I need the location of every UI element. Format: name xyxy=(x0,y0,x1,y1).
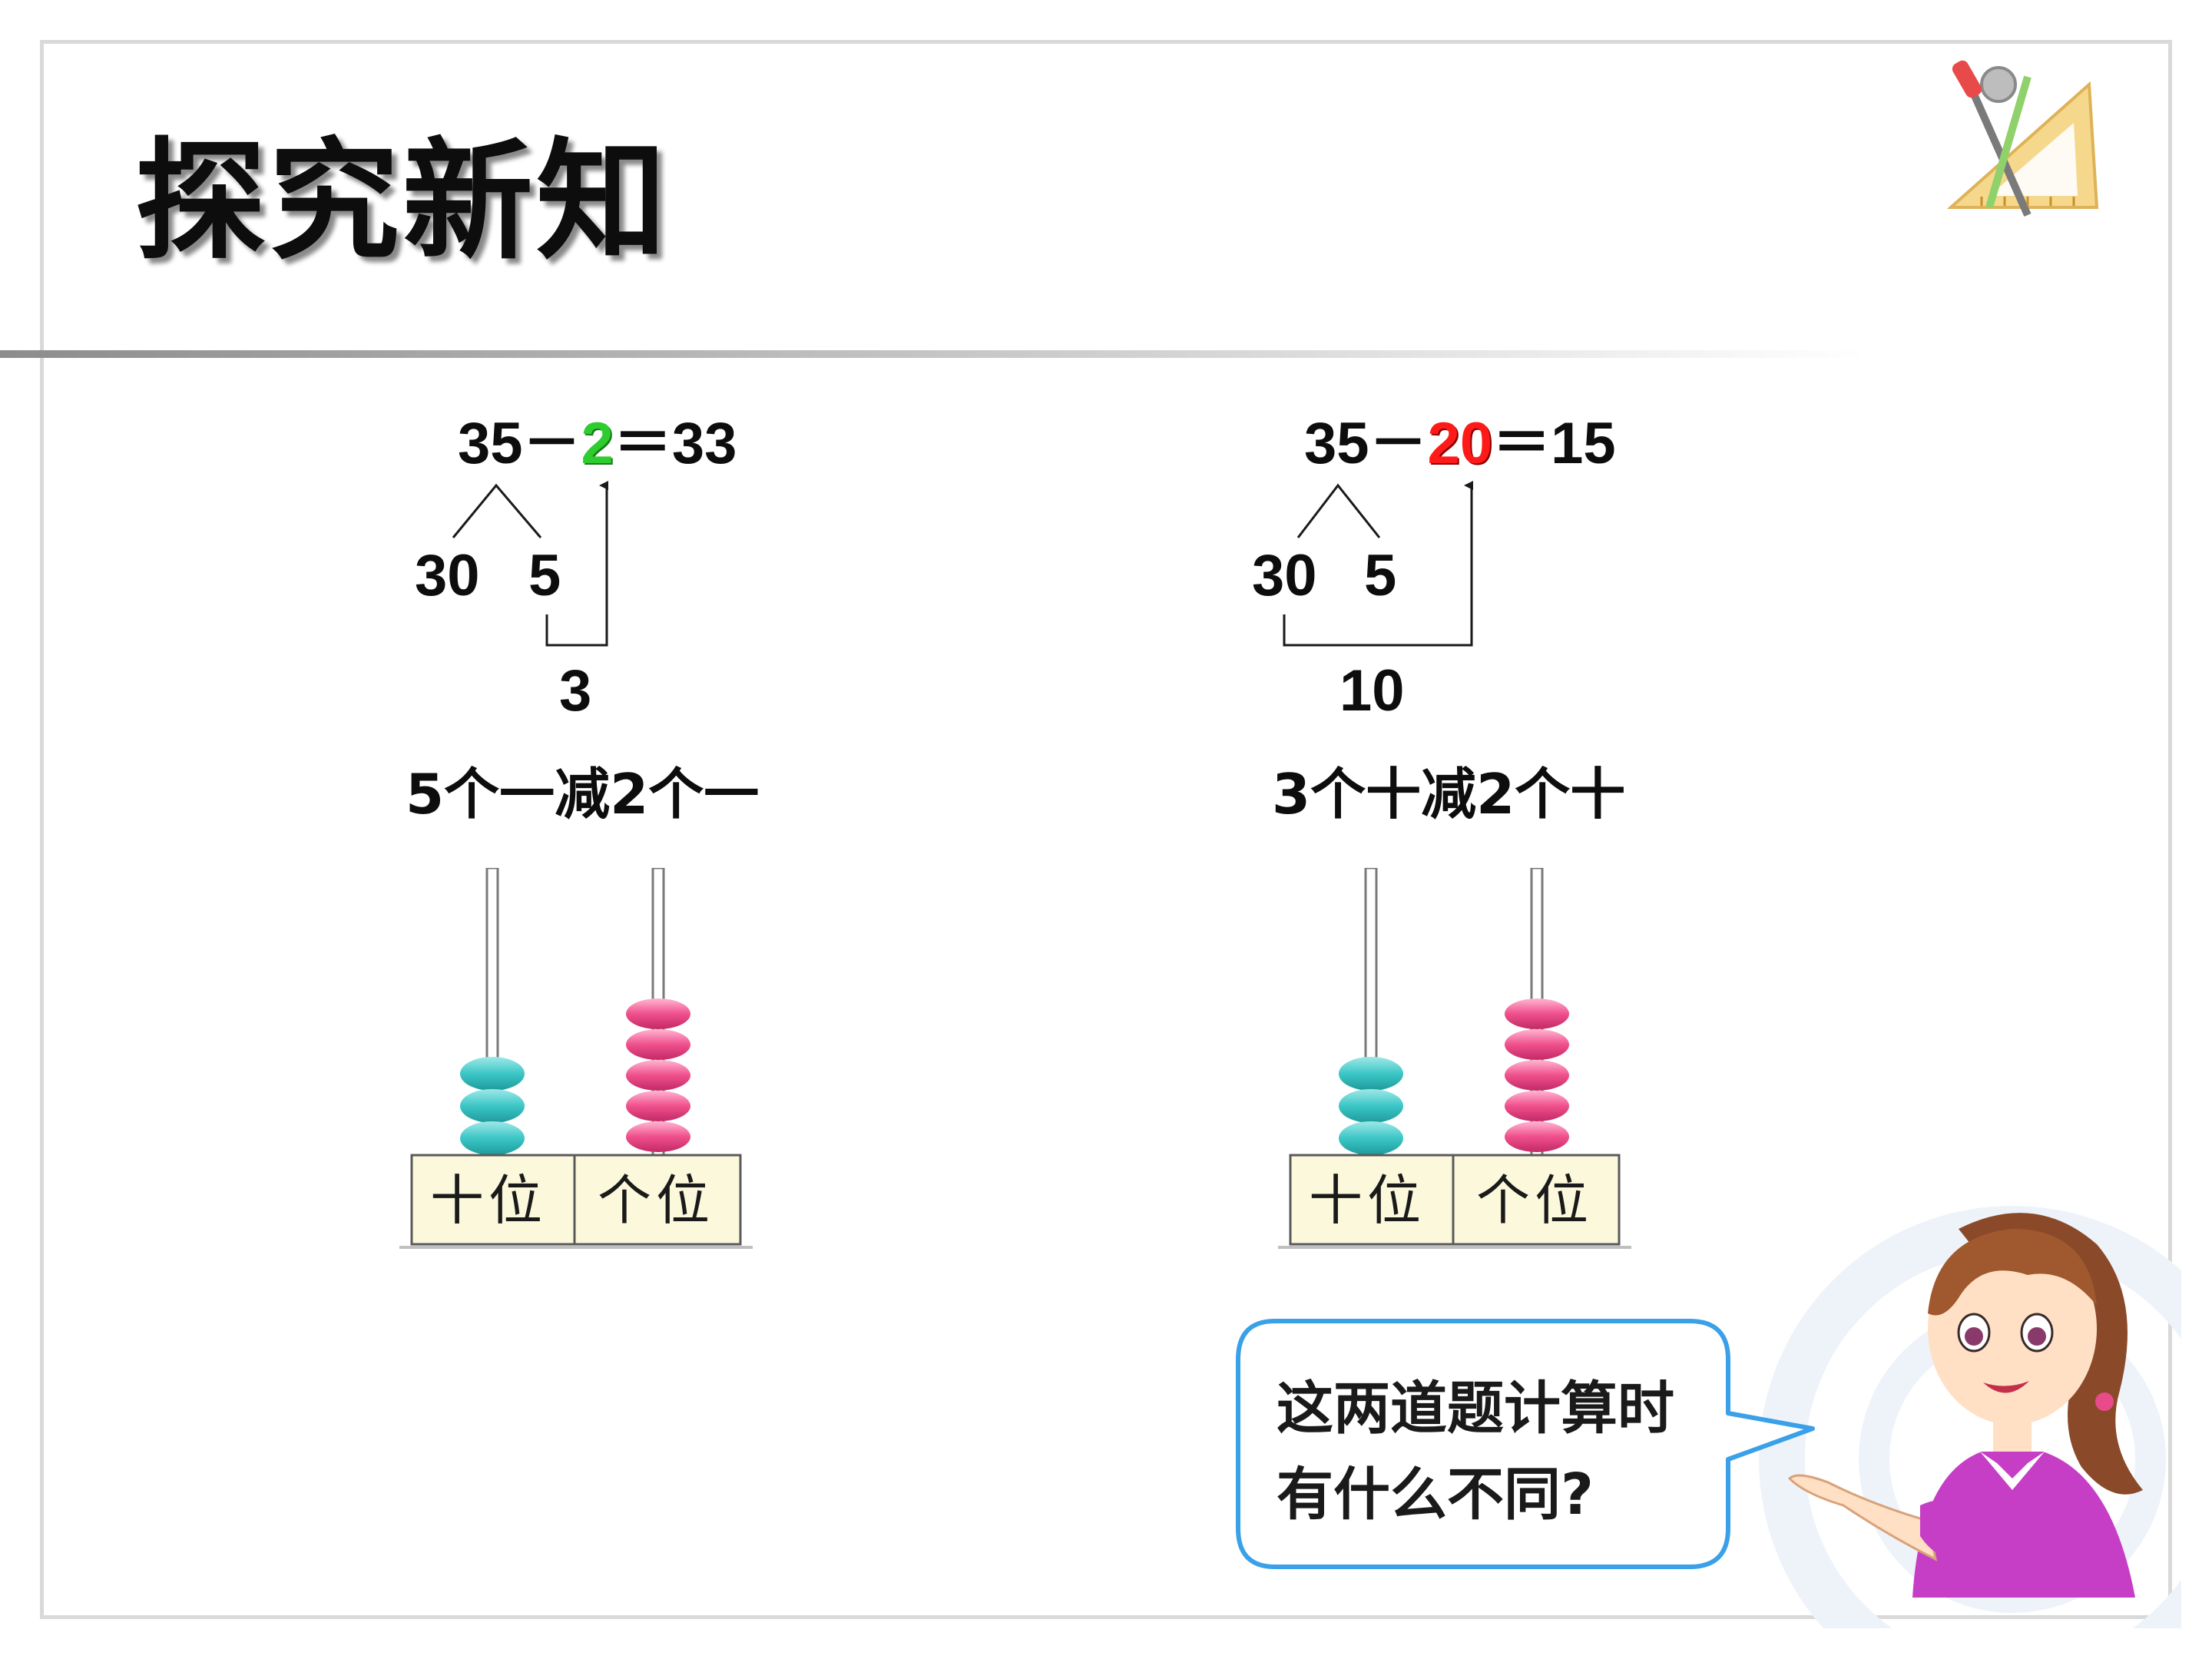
left-split-tens: 30 xyxy=(415,543,480,608)
left-tens-beads xyxy=(460,1057,525,1155)
left-abacus xyxy=(399,868,753,1249)
title-divider xyxy=(0,350,1866,358)
right-split-tens: 30 xyxy=(1252,543,1317,608)
left-ones-label: 个位 xyxy=(598,1169,714,1232)
right-tens-label: 十位 xyxy=(1309,1169,1426,1232)
slide-frame xyxy=(40,40,2172,1619)
right-ones-beads xyxy=(1505,998,1569,1152)
right-split-branch xyxy=(1296,483,1381,538)
left-ones-beads xyxy=(626,998,690,1152)
left-equation-subtrahend: 2 xyxy=(581,411,614,476)
right-ones-label: 个位 xyxy=(1476,1169,1593,1232)
right-equation: 35－20＝15 xyxy=(1304,415,1616,473)
slide-title: 探究新知 xyxy=(135,126,671,278)
right-arrow xyxy=(1283,481,1473,647)
speech-text: 这两道题计算时 有什么不同? xyxy=(1277,1366,1674,1538)
left-split-ones: 5 xyxy=(528,543,561,608)
right-tens-beads xyxy=(1339,1057,1403,1155)
right-abacus xyxy=(1278,868,1631,1249)
speech-line-1: 这两道题计算时 xyxy=(1277,1376,1674,1442)
left-partial-result: 3 xyxy=(559,658,592,724)
right-caption: 3个十减2个十 xyxy=(1272,762,1626,826)
speech-bubble xyxy=(1236,1319,1815,1569)
left-equation-result: ＝33 xyxy=(613,411,737,476)
right-split-ones: 5 xyxy=(1364,543,1397,608)
right-equation-minuend: 35－ xyxy=(1304,411,1428,476)
right-equation-result: ＝15 xyxy=(1492,411,1616,476)
left-arrow xyxy=(545,481,608,647)
teacher-girl-illustration xyxy=(1787,1213,2143,1598)
left-equation-minuend: 35－ xyxy=(458,411,581,476)
left-equation: 35－2＝33 xyxy=(458,415,737,473)
left-caption: 5个一减2个一 xyxy=(406,762,760,826)
speech-line-2: 有什么不同? xyxy=(1277,1462,1594,1528)
right-partial-result: 10 xyxy=(1339,658,1405,724)
left-split-branch xyxy=(452,483,542,538)
right-equation-subtrahend: 20 xyxy=(1427,411,1493,476)
math-tools-icon xyxy=(1946,60,2099,217)
left-tens-label: 十位 xyxy=(430,1169,547,1232)
